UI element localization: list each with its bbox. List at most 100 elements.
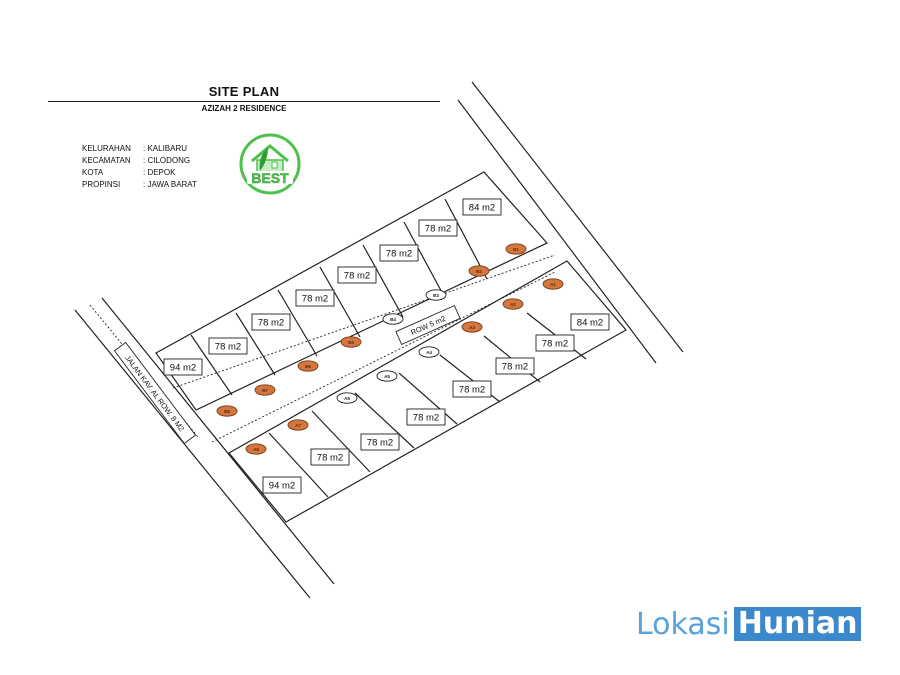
plan-linework [74,81,684,599]
plot-area-labels: 84 m2 78 m2 78 m2 78 m2 78 m2 78 m2 78 m2 94 m2… [163,198,610,494]
lot-divider-a [354,392,415,449]
plot-area-text: 78 m2 [425,223,451,234]
plot-marker-b2: B2 [468,265,490,277]
plot-marker-b5: B5 [340,336,362,348]
plot-marker-b7: B7 [254,384,276,396]
plot-id-text: A4 [426,350,432,355]
location-key: PROPINSI [82,180,121,189]
plot-marker-a7: A7 [287,419,309,431]
location-value: : KALIBARU [143,144,188,153]
lot-divider-b [277,289,318,357]
plot-id-text: A7 [295,423,301,428]
right-road-edge-outer [471,81,684,353]
location-key: KECAMATAN [82,156,131,165]
plot-area-a5: 78 m2 [406,408,446,426]
plot-id-text: A3 [469,325,475,330]
plot-marker-a3: A3 [461,321,483,333]
main-road-edge-inner [101,297,335,585]
plot-id-text: B3 [433,293,439,298]
house-leaf-logo-icon: BEST [239,133,301,195]
plot-area-b1: 84 m2 [462,198,502,216]
location-row-propinsi: PROPINSI : JAWA BARAT [82,179,197,191]
plot-id-text: B1 [513,247,519,252]
logo-text: BEST [251,170,289,186]
plot-marker-b1: B1 [505,243,527,255]
plot-area-b4: 78 m2 [337,266,377,284]
inner-road-edge-north [172,254,556,389]
plot-area-b8: 94 m2 [163,358,203,376]
plot-area-text: 84 m2 [469,202,495,213]
plot-marker-b3: B3 [425,289,447,301]
plot-area-text: 78 m2 [502,361,528,372]
plot-area-text: 84 m2 [577,317,603,328]
watermark-part-lokasi: Lokasi [636,606,730,642]
plot-area-text: 78 m2 [215,341,241,352]
location-key: KOTA [82,168,104,177]
plot-area-b3: 78 m2 [379,244,419,262]
plot-id-text: A8 [253,447,259,452]
plot-area-b5: 78 m2 [295,289,335,307]
lot-divider-b [235,312,276,376]
right-road-edge-inner [457,99,657,364]
block-a-outline [228,260,627,523]
plot-marker-a4: A4 [418,346,440,358]
plot-area-text: 94 m2 [269,480,295,491]
plot-marker-b4: B4 [382,313,404,325]
watermark-part-hunian: Hunian [733,607,862,641]
plot-area-a3: 78 m2 [495,357,535,375]
title-divider [48,101,440,102]
plot-id-text: B7 [262,388,268,393]
plot-id-text: B5 [348,340,354,345]
plot-marker-a1: A1 [542,278,564,290]
lokasihunian-watermark: Lokasi Hunian [636,606,862,642]
plot-area-a7: 78 m2 [310,448,350,466]
plot-area-text: 94 m2 [170,362,196,373]
plot-area-text: 78 m2 [386,248,412,259]
plot-marker-a2: A2 [502,298,524,310]
plot-area-a6: 78 m2 [360,433,400,451]
location-row-kelurahan: KELURAHAN : KALIBARU [82,143,197,155]
plot-marker-b8: B8 [216,405,238,417]
plot-area-a1: 84 m2 [570,313,610,331]
plot-id-text: B8 [224,409,230,414]
plot-marker-a6: A6 [336,392,358,404]
location-value: : CILODONG [143,156,191,165]
plot-area-text: 78 m2 [459,384,485,395]
location-value: : JAWA BARAT [143,180,197,189]
plot-id-text: A6 [344,396,350,401]
plot-area-text: 78 m2 [367,437,393,448]
plot-marker-a8: A8 [245,443,267,455]
location-info: KELURAHAN : KALIBARU KECAMATAN : CILODON… [82,143,197,191]
plot-area-text: 78 m2 [413,412,439,423]
plot-area-a2: 78 m2 [535,334,575,352]
lot-divider-b [362,244,404,318]
plot-id-text: A5 [384,374,390,379]
lot-divider-a [398,372,458,425]
site-plan-title: SITE PLAN [208,84,280,99]
plot-area-a4: 78 m2 [452,380,492,398]
plot-area-text: 78 m2 [258,317,284,328]
plot-id-text: B2 [476,269,482,274]
location-row-kota: KOTA : DEPOK [82,167,197,179]
plot-area-b7: 78 m2 [208,337,248,355]
lot-divider-b [190,334,233,396]
plot-id-text: A2 [510,302,516,307]
plot-id-text: B4 [390,317,396,322]
location-row-kecamatan: KECAMATAN : CILODONG [82,155,197,167]
plot-area-text: 78 m2 [542,338,568,349]
lot-divider-a [268,432,329,498]
block-b-outline [155,171,548,411]
plot-area-text: 78 m2 [317,452,343,463]
plot-id-text: B6 [305,364,311,369]
location-value: : DEPOK [143,168,176,177]
plot-id-text: A1 [550,282,556,287]
location-key: KELURAHAN [82,144,131,153]
plot-marker-a5: A5 [376,370,398,382]
plot-area-a8: 94 m2 [262,476,302,494]
plot-area-text: 78 m2 [302,293,328,304]
plot-area-b6: 78 m2 [251,313,291,331]
inner-road-label: ROW 5 m2 [395,304,461,346]
lot-divider-b [319,266,361,338]
